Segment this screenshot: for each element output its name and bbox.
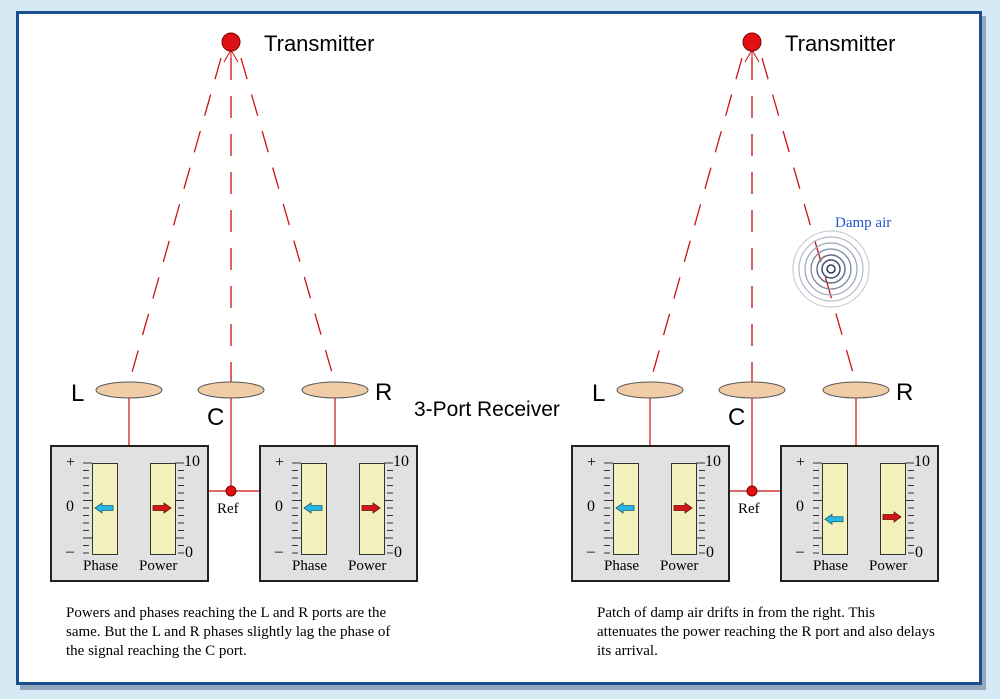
power-max-label: 10: [184, 453, 200, 470]
dish-R-right: [822, 381, 890, 399]
meter-graphics: [292, 462, 393, 554]
port-label-C-right: C: [728, 404, 746, 431]
power-min-label: 0: [185, 544, 193, 561]
power-min-label: 0: [394, 544, 402, 561]
phase-zero-label: 0: [587, 498, 595, 515]
phase-label: Phase: [813, 558, 848, 574]
phase-label: Phase: [83, 558, 118, 574]
meter-graphics: [813, 462, 914, 554]
beam-left: [649, 57, 743, 384]
port-label-R-right: R: [896, 379, 914, 406]
dish-L-right: [616, 381, 684, 399]
ref-dot-right: [746, 485, 758, 497]
ref-label-right: Ref: [738, 501, 760, 517]
dish-R-left: [301, 381, 369, 399]
meter-graphics: [604, 462, 705, 554]
phase-minus-label: –: [587, 543, 595, 560]
phase-minus-label: –: [796, 543, 804, 560]
meter-box-right-L: + 0 – 10 0 Phase Power: [571, 445, 730, 582]
ref-dot-left: [225, 485, 237, 497]
meter-box-right-R: + 0 – 10 0 Phase Power: [780, 445, 939, 582]
power-min-label: 0: [706, 544, 714, 561]
damp-air-label: Damp air: [835, 215, 892, 231]
power-label: Power: [139, 558, 178, 574]
left-beams: [128, 57, 336, 384]
caption-left: Powers and phases reaching the L and R p…: [66, 605, 391, 659]
transmitter-dot-left: [221, 32, 241, 52]
dish-C-left: [197, 381, 265, 399]
phase-minus-label: –: [66, 543, 74, 560]
phase-label: Phase: [604, 558, 639, 574]
damp-air-icon: [792, 230, 870, 308]
port-label-L-left: L: [71, 380, 85, 407]
power-arrow-icon: [882, 511, 902, 523]
power-min-label: 0: [915, 544, 923, 561]
phase-minus-label: –: [275, 543, 283, 560]
phase-arrow-icon: [94, 502, 114, 514]
dish-L-left: [95, 381, 163, 399]
phase-plus-label: +: [275, 454, 285, 471]
phase-label: Phase: [292, 558, 327, 574]
power-label: Power: [348, 558, 387, 574]
transmitter-label-left: Transmitter: [264, 31, 375, 56]
receiver-label: 3-Port Receiver: [414, 398, 560, 421]
phase-zero-label: 0: [66, 498, 74, 515]
meter-box-left-R: + 0 – 10 0 Phase Power: [259, 445, 418, 582]
transmitter-label-right: Transmitter: [785, 31, 896, 56]
power-max-label: 10: [393, 453, 409, 470]
right-beams: [649, 57, 857, 384]
phase-zero-label: 0: [796, 498, 804, 515]
phase-plus-label: +: [796, 454, 806, 471]
power-arrow-icon: [673, 502, 693, 514]
phase-arrow-icon: [615, 502, 635, 514]
phase-arrow-icon: [303, 502, 323, 514]
power-arrow-icon: [152, 502, 172, 514]
power-arrow-icon: [361, 502, 381, 514]
beam-right: [240, 57, 336, 384]
phase-zero-label: 0: [275, 498, 283, 515]
phase-arrow-icon: [824, 513, 844, 526]
meter-graphics: [83, 462, 184, 554]
caption-right: Patch of damp air drifts in from the rig…: [597, 605, 935, 659]
phase-plus-label: +: [587, 454, 597, 471]
power-meter: [880, 463, 906, 555]
beam-left: [128, 57, 222, 384]
power-max-label: 10: [705, 453, 721, 470]
power-label: Power: [869, 558, 908, 574]
dish-C-right: [718, 381, 786, 399]
ref-label-left: Ref: [217, 501, 239, 517]
port-label-L-right: L: [592, 380, 606, 407]
power-label: Power: [660, 558, 699, 574]
transmitter-dot-right: [742, 32, 762, 52]
power-max-label: 10: [914, 453, 930, 470]
port-label-C-left: C: [207, 404, 225, 431]
meter-box-left-L: + 0 – 10 0 Phase Power: [50, 445, 209, 582]
beam-right: [761, 57, 857, 384]
phase-plus-label: +: [66, 454, 76, 471]
port-label-R-left: R: [375, 379, 393, 406]
phase-meter: [822, 463, 848, 555]
